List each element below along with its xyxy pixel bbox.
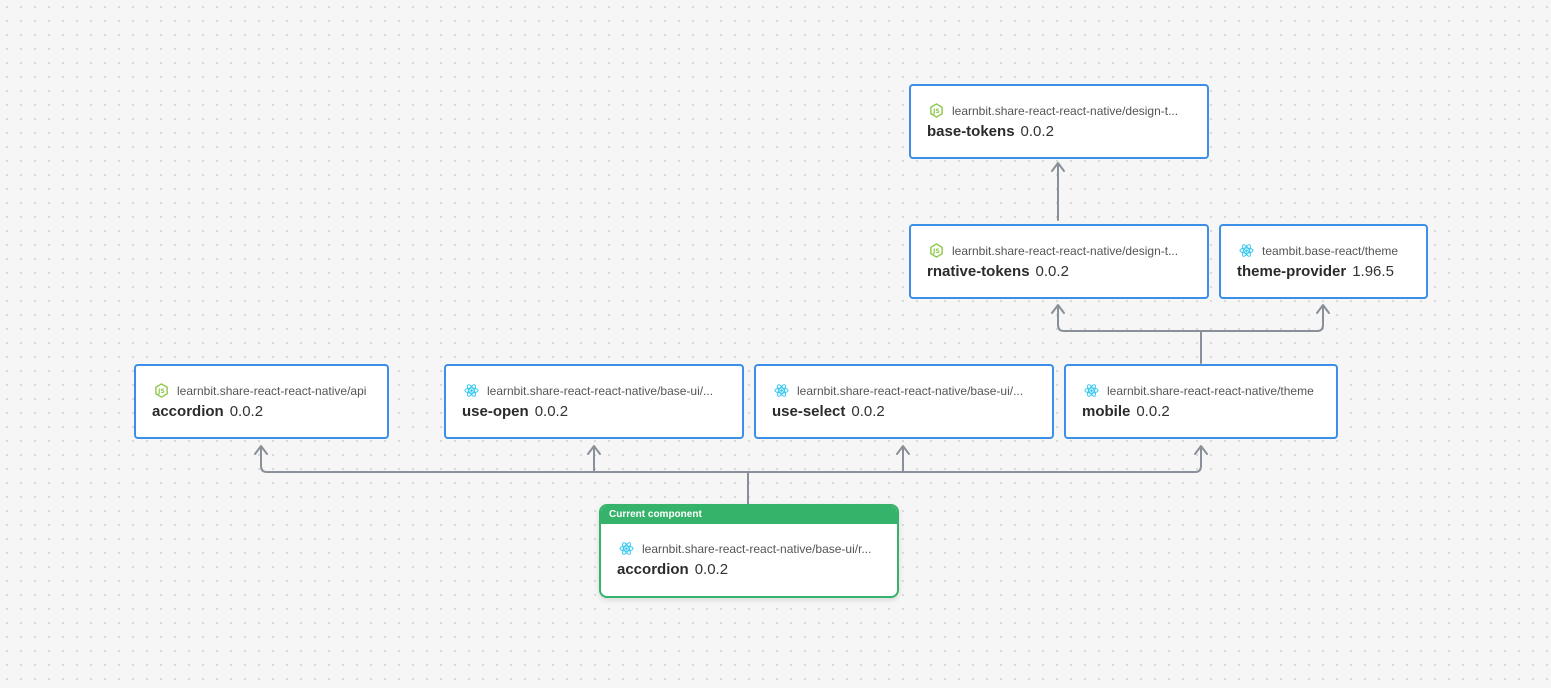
node-id-row: learnbit.share-react-react-native/base-u… <box>464 383 728 398</box>
node-id: teambit.base-react/theme <box>1262 243 1399 258</box>
node-id-row: JS learnbit.share-react-react-native/api <box>154 383 373 398</box>
react-icon <box>1084 384 1099 397</box>
node-theme-provider[interactable]: teambit.base-react/theme theme-provider 1… <box>1219 224 1428 299</box>
node-name: use-open <box>462 403 529 420</box>
node-name: use-select <box>772 403 846 420</box>
node-name-row: use-select 0.0.2 <box>772 403 885 420</box>
node-id: learnbit.share-react-react-native/theme <box>1107 383 1314 398</box>
node-name: rnative-tokens <box>927 263 1030 280</box>
react-icon <box>464 384 479 397</box>
edge-mobile-bus <box>1057 305 1324 332</box>
node-version: 0.0.2 <box>229 403 264 420</box>
arrowhead-theme-provider <box>1316 304 1330 314</box>
node-version: 0.0.2 <box>534 403 569 420</box>
node-version: 0.0.2 <box>1035 263 1069 280</box>
svg-text:JS: JS <box>932 108 940 115</box>
node-id-row: learnbit.share-react-react-native/theme <box>1084 383 1322 398</box>
node-id-row: JS learnbit.share-react-react-native/des… <box>929 103 1193 118</box>
node-version: 0.0.2 <box>694 561 729 578</box>
svg-text:JS: JS <box>932 248 940 255</box>
node-version: 1.96.5 <box>1352 263 1394 280</box>
node-name: theme-provider <box>1237 263 1347 280</box>
node-version: 0.0.2 <box>1136 403 1170 420</box>
svg-text:JS: JS <box>157 388 165 395</box>
node-name-row: theme-provider 1.96.5 <box>1237 263 1394 280</box>
node-name: accordion <box>152 403 224 420</box>
node-rnative-tokens[interactable]: JS learnbit.share-react-react-native/des… <box>909 224 1209 299</box>
node-name-row: accordion 0.0.2 <box>617 561 728 578</box>
node-id: learnbit.share-react-react-native/design… <box>952 243 1179 258</box>
current-component-banner: Current component <box>601 506 897 524</box>
node-id-row: JS learnbit.share-react-react-native/des… <box>929 243 1193 258</box>
node-mobile[interactable]: learnbit.share-react-react-native/theme … <box>1064 364 1338 439</box>
arrowhead-base-tokens <box>1051 162 1065 172</box>
node-name: base-tokens <box>927 123 1015 140</box>
nodejs-icon: JS <box>930 243 943 258</box>
arrowhead-use-open <box>587 445 601 455</box>
edge-current-bus <box>260 446 1202 473</box>
node-name-row: use-open 0.0.2 <box>462 403 568 420</box>
node-id: learnbit.share-react-react-native/api <box>177 383 367 398</box>
node-use-select[interactable]: learnbit.share-react-react-native/base-u… <box>754 364 1054 439</box>
node-id: learnbit.share-react-react-native/base-u… <box>797 383 1024 398</box>
node-name-row: mobile 0.0.2 <box>1082 403 1170 420</box>
node-base-tokens[interactable]: JS learnbit.share-react-react-native/des… <box>909 84 1209 159</box>
node-current-component[interactable]: Current component learnbit.share-react-r… <box>599 504 899 598</box>
node-version: 0.0.2 <box>1020 123 1054 140</box>
react-icon <box>1239 244 1254 257</box>
nodejs-icon: JS <box>930 103 943 118</box>
node-name-row: accordion 0.0.2 <box>152 403 263 420</box>
react-icon <box>619 542 634 555</box>
arrowhead-accordion-api <box>254 445 268 455</box>
node-name: mobile <box>1082 403 1131 420</box>
arrowhead-rnative-tokens <box>1051 304 1065 314</box>
node-id-row: learnbit.share-react-react-native/base-u… <box>619 541 883 556</box>
node-accordion-api[interactable]: JS learnbit.share-react-react-native/api… <box>134 364 389 439</box>
node-id: learnbit.share-react-react-native/design… <box>952 103 1179 118</box>
node-id-row: learnbit.share-react-react-native/base-u… <box>774 383 1038 398</box>
node-id: learnbit.share-react-react-native/base-u… <box>642 541 872 556</box>
node-name-row: rnative-tokens 0.0.2 <box>927 263 1069 280</box>
nodejs-icon: JS <box>155 383 168 398</box>
node-id: learnbit.share-react-react-native/base-u… <box>487 383 714 398</box>
node-name: accordion <box>617 561 689 578</box>
node-version: 0.0.2 <box>851 403 885 420</box>
arrowhead-use-select <box>896 445 910 455</box>
node-id-row: teambit.base-react/theme <box>1239 243 1412 258</box>
node-use-open[interactable]: learnbit.share-react-react-native/base-u… <box>444 364 744 439</box>
node-name-row: base-tokens 0.0.2 <box>927 123 1054 140</box>
react-icon <box>774 384 789 397</box>
arrowhead-mobile <box>1194 445 1208 455</box>
